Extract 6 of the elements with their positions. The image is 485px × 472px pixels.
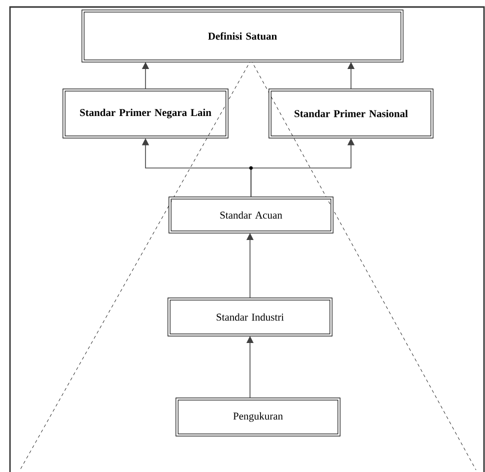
process-box: Standar Acuan [168, 196, 334, 234]
process-box: Pengukuran [176, 398, 340, 436]
process-box: Standar Primer Negara Lain [62, 88, 228, 138]
process-box: Definisi Satuan [82, 10, 404, 62]
process-box: Standar Industri [168, 298, 332, 336]
process-box: Standar Primer Nasional [268, 88, 434, 138]
